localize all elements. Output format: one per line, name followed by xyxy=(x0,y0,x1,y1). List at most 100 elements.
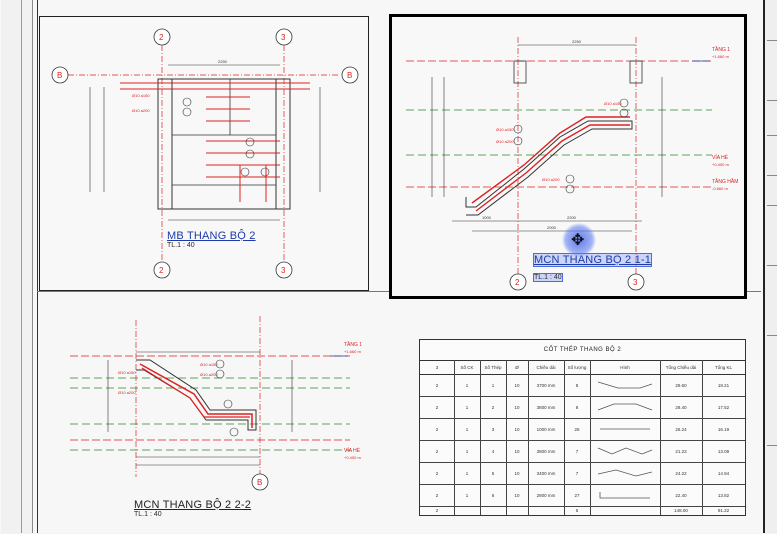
grid-bubble-2: 2 xyxy=(515,278,520,287)
cell: 29.60 xyxy=(675,382,687,388)
cell: 1 xyxy=(465,448,469,454)
plan-dim-top: 2250 xyxy=(218,59,228,64)
table-header-cell: Hình xyxy=(620,364,630,370)
view-title-plan[interactable]: MB THANG BỘ 2 TL.1 : 40 xyxy=(167,230,256,249)
cell: 4 xyxy=(491,448,495,454)
cell: 8 xyxy=(575,404,579,410)
cell: 3400 mm xyxy=(536,470,556,476)
grid-bubble-b: B xyxy=(57,71,62,80)
section-dim: 1000 xyxy=(482,215,492,220)
section-dim-top: 2250 xyxy=(572,39,582,44)
rebar-label: Ø10 a150 xyxy=(200,362,218,367)
cell: 2 xyxy=(435,404,439,410)
view-name: MCN THANG BỘ 2 1-1 xyxy=(532,253,653,267)
cell: 13.82 xyxy=(717,492,730,498)
rebar-schedule-table[interactable]: CỐT THÉP THANG BỘ 2 3 Số CK Số Thép Ø Ch… xyxy=(419,339,746,516)
cell: 2 xyxy=(435,508,439,513)
cell: 91.22 xyxy=(717,508,730,513)
level-name: VỈA HÈ xyxy=(712,154,729,161)
view-title-section-1-1[interactable]: MCN THANG BỘ 2 1-1 TL.1 : 40 xyxy=(532,253,653,284)
cell: 3800 mm xyxy=(536,448,556,454)
table-header-cell: Ø xyxy=(515,364,519,370)
cell: 1 xyxy=(465,426,469,432)
table-row: 2 1 4 10 3800 mm 7 21.23 13.09 xyxy=(420,440,745,463)
grid-bubble-2: 2 xyxy=(159,33,164,42)
cell: 26.24 xyxy=(675,426,687,432)
rebar-shape-icon xyxy=(597,403,653,411)
table-header-cell: Chiều dài xyxy=(536,364,556,370)
level-name: VỈA HÈ xyxy=(344,447,361,454)
rebar-label: Ø10 a200 xyxy=(118,390,136,395)
cell: 16.19 xyxy=(717,426,730,432)
cell: 2 xyxy=(435,426,439,432)
grid-bubble-3: 3 xyxy=(633,278,638,287)
cell: 3800 mm xyxy=(536,404,556,410)
table-row: 2 1 6 10 2800 mm 27 22.40 13.82 xyxy=(420,484,745,507)
rebar-shape-icon xyxy=(597,469,653,477)
rebar-shape-icon xyxy=(599,492,650,499)
level-value: -0.660 m xyxy=(712,186,728,191)
move-cursor-icon: ✥ xyxy=(562,223,596,257)
view-title-section-2-2[interactable]: MCN THANG BỘ 2 2-2 TL.1 : 40 xyxy=(134,499,251,518)
cell: 2 xyxy=(435,470,439,476)
table-header-cell: Số Thép xyxy=(484,364,502,370)
table-header-cell: Số CK xyxy=(460,364,474,370)
table-header-cell: Số lượng xyxy=(567,364,587,370)
cell: 148.00 xyxy=(674,508,688,513)
grid-bubble-b: B xyxy=(257,478,262,487)
table-row: 2 1 3 10 1000 mm 26 26.24 16.19 xyxy=(420,418,745,441)
cell: 1 xyxy=(465,492,469,498)
cell: 22.40 xyxy=(675,492,687,498)
table-header: 3 Số CK Số Thép Ø Chiều dài Số lượng Hìn… xyxy=(420,360,745,375)
table-total-row: 2 5 148.00 91.22 xyxy=(420,506,745,515)
cell: 6 xyxy=(491,492,495,498)
cell: 1 xyxy=(491,382,495,388)
cell: 3700 mm xyxy=(536,382,556,388)
view-scale: TL.1 : 40 xyxy=(134,511,162,518)
view-section-2-2[interactable]: Ø10 a150 Ø10 a200 Ø10 a150 Ø10 a200 TẦNG… xyxy=(60,312,390,532)
cell: 5 xyxy=(575,508,579,513)
cell: 2800 mm xyxy=(536,492,556,498)
plan-drawing: 2250 Ø10 a150 Ø10 a200 2 3 B B 2 3 xyxy=(51,28,359,279)
rebar-shape-icon xyxy=(597,447,653,455)
cell: 7 xyxy=(575,448,579,454)
level-name: TẦNG HẦM xyxy=(712,178,738,185)
table-row: 2 1 2 10 3800 mm 8 28.40 17.52 xyxy=(420,396,745,419)
view-section-1-1[interactable]: 1000 2200 2000 2250 Ø10 a150 Ø10 a150 Ø1… xyxy=(389,14,747,299)
cell: 1 xyxy=(465,382,469,388)
grid-bubble-2: 2 xyxy=(159,266,164,275)
view-scale: TL.1 : 40 xyxy=(533,273,563,282)
table-row: 2 1 1 10 3700 mm 8 29.60 18.21 xyxy=(420,374,745,397)
cell: 2 xyxy=(491,404,495,410)
section-dim: 2200 xyxy=(567,215,577,220)
level-name: TẦNG 1 xyxy=(712,46,730,53)
cell: 10 xyxy=(514,426,520,432)
level-value: +1.660 m xyxy=(344,349,361,354)
cell: 1000 mm xyxy=(536,426,556,432)
view-plan[interactable]: 2250 Ø10 a150 Ø10 a200 2 3 B B 2 3 xyxy=(39,16,369,291)
grid-bubble-b: B xyxy=(347,71,352,80)
rebar-label: Ø10 a150 xyxy=(496,127,514,132)
cell: 10 xyxy=(514,492,520,498)
cell: 13.09 xyxy=(717,448,730,454)
rebar-label: Ø10 a200 xyxy=(542,177,560,182)
view-scale: TL.1 : 40 xyxy=(167,242,195,249)
cell: 2 xyxy=(435,382,439,388)
rebar-label: Ø10 a200 xyxy=(132,108,150,113)
view-name: MB THANG BỘ 2 xyxy=(167,230,256,242)
cell: 10 xyxy=(514,448,520,454)
section-1-1-drawing: 1000 2200 2000 2250 Ø10 a150 Ø10 a150 Ø1… xyxy=(406,37,738,291)
rebar-label: Ø10 a200 xyxy=(496,139,514,144)
grid-bubble-3: 3 xyxy=(281,266,286,275)
cell: 18.21 xyxy=(717,382,730,388)
table-header-cell: Tổng KL xyxy=(714,364,732,370)
vertical-title-strip xyxy=(1,0,33,533)
section-dim: 2000 xyxy=(547,225,557,230)
cell: 3 xyxy=(491,426,495,432)
table-row: 2 1 5 10 3400 mm 7 24.22 14.94 xyxy=(420,462,745,485)
cell: 2 xyxy=(435,448,439,454)
cell: 1 xyxy=(465,470,469,476)
rebar-label: Ø10 a200 xyxy=(200,372,218,377)
grid-bubble-3: 3 xyxy=(281,33,286,42)
rebar-shape-icon xyxy=(600,428,650,430)
